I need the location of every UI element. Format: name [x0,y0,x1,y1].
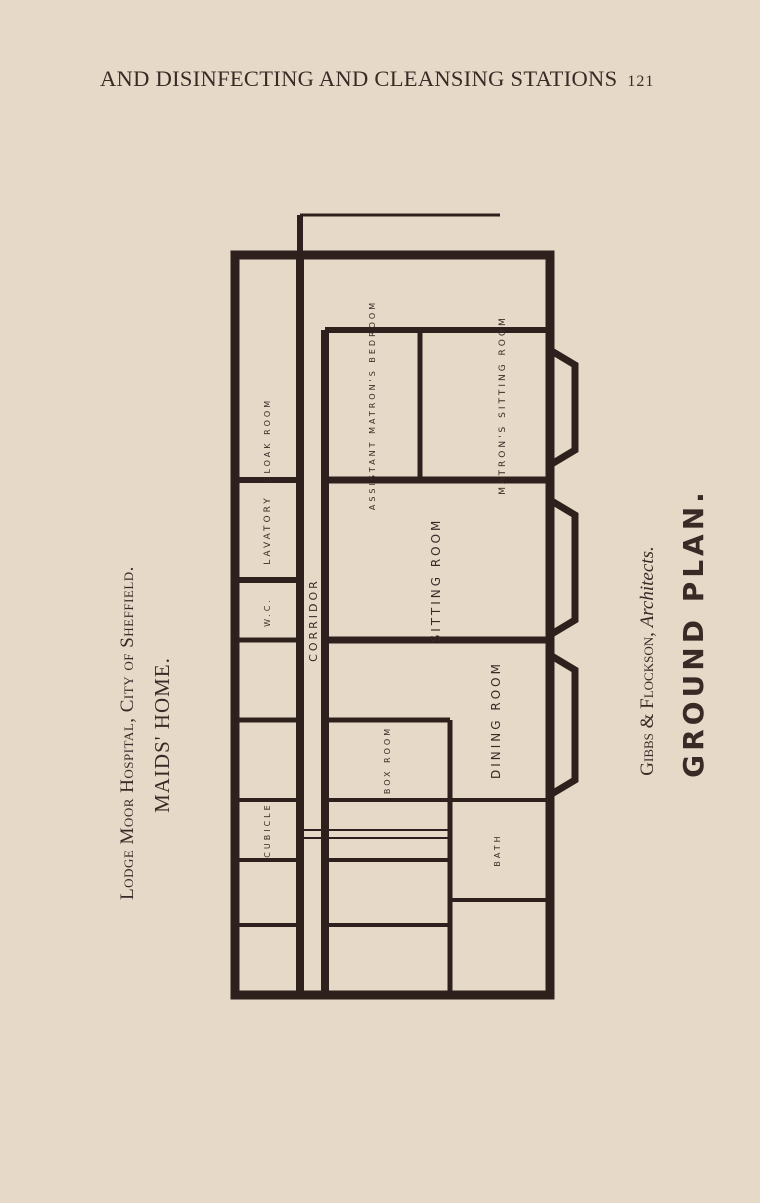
room-label-sitting: SITTING ROOM [429,518,443,643]
running-header: AND DISINFECTING AND CLEANSING STATIONS 1… [100,66,720,92]
room-label-cubicle: CUBICLE [263,802,272,857]
room-label-box: BOX ROOM [383,726,392,794]
room-label-cloak: CLOAK ROOM [263,398,272,482]
bay-windows [299,343,579,839]
room-label-assistant-matron: ASSISTANT MATRON'S BEDROOM [368,300,377,510]
room-label-lavatory: LAVATORY [263,495,273,565]
running-title: AND DISINFECTING AND CLEANSING STATIONS [100,66,618,91]
room-label-matrons-sitting: MATRON'S SITTING ROOM [498,315,508,494]
page-number: 121 [627,73,655,90]
room-label-wc: W.C. [263,597,272,627]
room-labels: SITTING ROOM DINING ROOM MATRON'S SITTIN… [263,300,508,867]
room-label-dining: DINING ROOM [489,661,503,779]
room-label-corridor: CORRIDOR [307,578,320,662]
room-label-bath: BATH [493,833,502,866]
